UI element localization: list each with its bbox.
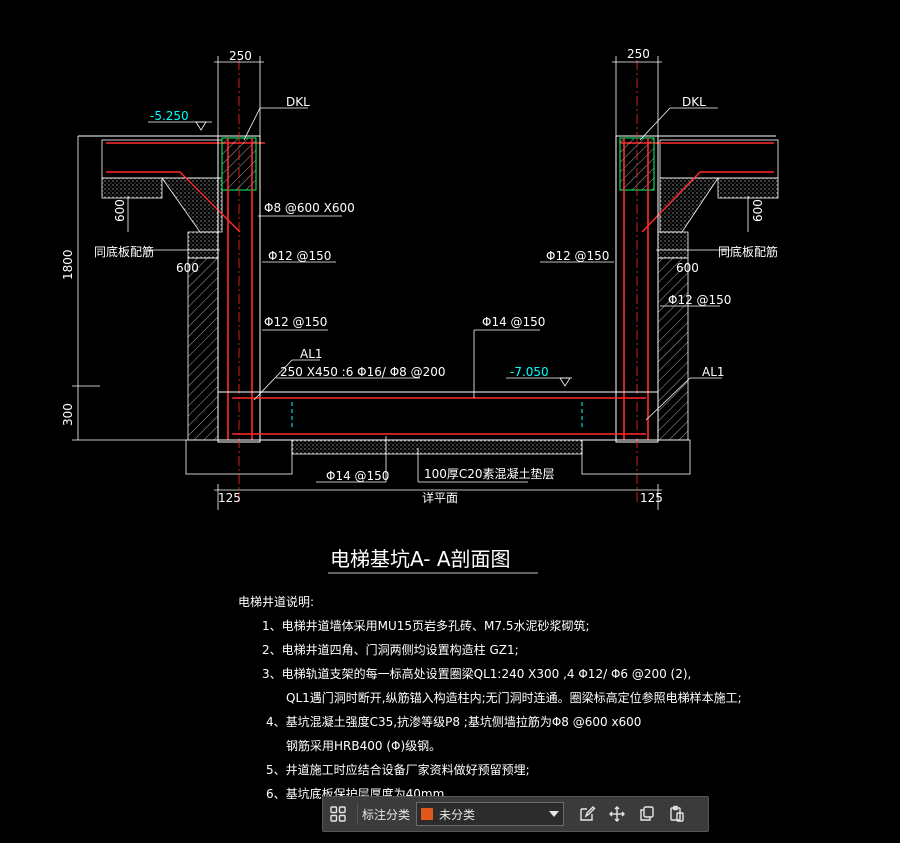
note-line-4: QL1遇门洞时断开,纵筋锚入构造柱内;无门洞时连通。圈梁标高定位参照电梯样本施工… xyxy=(286,691,742,705)
label-phi12-a: Φ12 @150 xyxy=(268,249,331,263)
label-tong-left: 同底板配筋 xyxy=(94,244,154,259)
toolbar-divider xyxy=(357,803,358,825)
left-wall xyxy=(187,60,261,505)
chevron-down-icon xyxy=(549,807,560,821)
dim-left-600b: 600 xyxy=(176,261,199,275)
dim-right-600b: 600 xyxy=(676,261,699,275)
elev-top: -5.250 xyxy=(150,109,189,123)
dim-bottom-left: 125 xyxy=(218,491,241,505)
edit-icon[interactable] xyxy=(572,799,602,829)
category-select-value: 未分类 xyxy=(439,807,476,822)
note-line-3: 3、电梯轨道支架的每一标高处设置圈梁QL1:240 X300 ,4 Φ12/ Φ… xyxy=(262,667,692,681)
notes-heading: 电梯井道说明: xyxy=(238,595,315,609)
dim-bottom-right: 125 xyxy=(640,491,663,505)
dim-bottom-mid: 详平面 xyxy=(422,490,458,505)
label-phi12-b: Φ12 @150 xyxy=(546,249,609,263)
copy-icon[interactable] xyxy=(632,799,662,829)
annotation-category-label: 标注分类 xyxy=(362,807,411,822)
dim-left-600: 600 xyxy=(113,199,127,222)
paste-icon[interactable] xyxy=(662,799,692,829)
label-al1-left: AL1 xyxy=(300,347,323,361)
dim-right-600: 600 xyxy=(751,199,765,222)
notes-block: 电梯井道说明: 1、电梯井道墙体采用MU15页岩多孔砖、M7.5水泥砂浆砌筑; … xyxy=(238,590,742,806)
dimension-lines xyxy=(72,56,749,510)
grid-icon[interactable] xyxy=(323,799,353,829)
note-line-2: 2、电梯井道四角、门洞两侧均设置构造柱 GZ1; xyxy=(262,643,519,657)
note-line-1: 1、电梯井道墙体采用MU15页岩多孔砖、M7.5水泥砂浆砌筑; xyxy=(262,619,590,633)
label-tong-right: 同底板配筋 xyxy=(718,244,778,259)
dim-left-height: 1800 xyxy=(61,249,75,280)
dim-top-right: 250 xyxy=(627,47,650,61)
category-color-swatch xyxy=(421,808,434,820)
annotation-toolbar: 标注分类 未分类 xyxy=(322,796,709,832)
label-al1-spec: 250 X450 :6 Φ16/ Φ8 @200 xyxy=(280,365,446,379)
label-phi12-c: Φ12 @150 xyxy=(264,315,327,329)
label-dkl-left: DKL xyxy=(286,95,310,109)
top-slab-right xyxy=(620,135,779,233)
label-phi14-mid: Φ14 @150 xyxy=(482,315,545,329)
bottom-slab xyxy=(185,391,691,475)
top-slab-left xyxy=(78,135,265,233)
label-al1-right: AL1 xyxy=(702,365,725,379)
dim-top-left: 250 xyxy=(229,49,252,63)
leader-lines xyxy=(243,107,722,483)
drawing-title: 电梯基坑A- A剖面图 xyxy=(330,547,511,571)
dim-left-lower: 300 xyxy=(61,403,75,426)
label-dkl-right: DKL xyxy=(682,95,706,109)
elev-bottom: -7.050 xyxy=(510,365,549,379)
move-icon[interactable] xyxy=(602,799,632,829)
note-line-6: 钢筋采用HRB400 (Φ)级钢。 xyxy=(286,739,442,753)
elevation-markers xyxy=(148,121,572,387)
label-phi8: Φ8 @600 X600 xyxy=(264,201,355,215)
label-phi12-d: Φ12 @150 xyxy=(668,293,731,307)
drawing-text: 250 250 1800 300 600 600 600 600 125 125… xyxy=(61,47,778,571)
note-line-5: 4、基坑混凝土强度C35,抗渗等级P8 ;基坑侧墙拉筋为Φ8 @600 x600 xyxy=(266,715,642,729)
note-line-7: 5、井道施工时应结合设备厂家资料做好预留预埋; xyxy=(266,763,530,777)
label-phi14-bottom: Φ14 @150 xyxy=(326,469,389,483)
right-wall xyxy=(615,60,689,505)
annotation-category-select[interactable]: 未分类 xyxy=(416,802,565,826)
label-c20: 100厚C20素混凝土垫层 xyxy=(424,466,555,481)
